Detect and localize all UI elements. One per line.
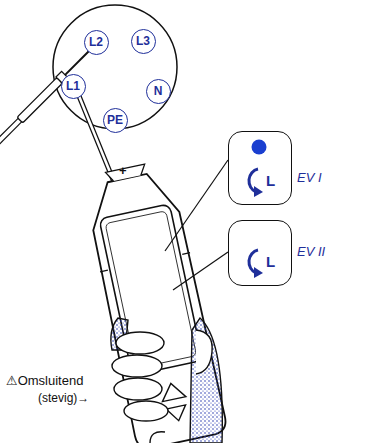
voltage-tester — [80, 159, 228, 443]
terminal-name: PE — [107, 114, 123, 126]
button — [166, 405, 188, 423]
terminal-circle: PE — [103, 108, 128, 133]
leader-line — [173, 252, 228, 290]
terminal-circle: L1 — [61, 74, 86, 99]
grip-note: ⚠Omsluitend — [6, 374, 83, 388]
indicator-dot — [250, 138, 268, 156]
display-state: EV II — [297, 245, 325, 259]
display — [99, 204, 203, 375]
button — [159, 381, 186, 402]
terminal-circle: L2 — [84, 30, 109, 55]
rotation-arrow — [243, 166, 265, 198]
hand — [111, 318, 222, 443]
polarity-mark: + — [119, 164, 127, 178]
terminal-circle: N — [146, 79, 171, 104]
terminal-name: L3 — [136, 35, 150, 47]
grip-note: (stevig)→ — [38, 392, 89, 405]
phase-letter: L — [266, 173, 275, 188]
leader-line — [165, 160, 228, 251]
terminal-name: L1 — [66, 80, 80, 92]
terminal-name: N — [154, 85, 163, 97]
terminal-circle: L3 — [131, 29, 156, 54]
callout-bubble: L — [228, 220, 292, 286]
terminal-name: L2 — [89, 36, 103, 48]
display-state: EV I — [297, 171, 322, 185]
rotation-arrow — [243, 247, 265, 279]
phase-letter: L — [266, 254, 275, 269]
callout-bubble: L — [228, 131, 292, 205]
